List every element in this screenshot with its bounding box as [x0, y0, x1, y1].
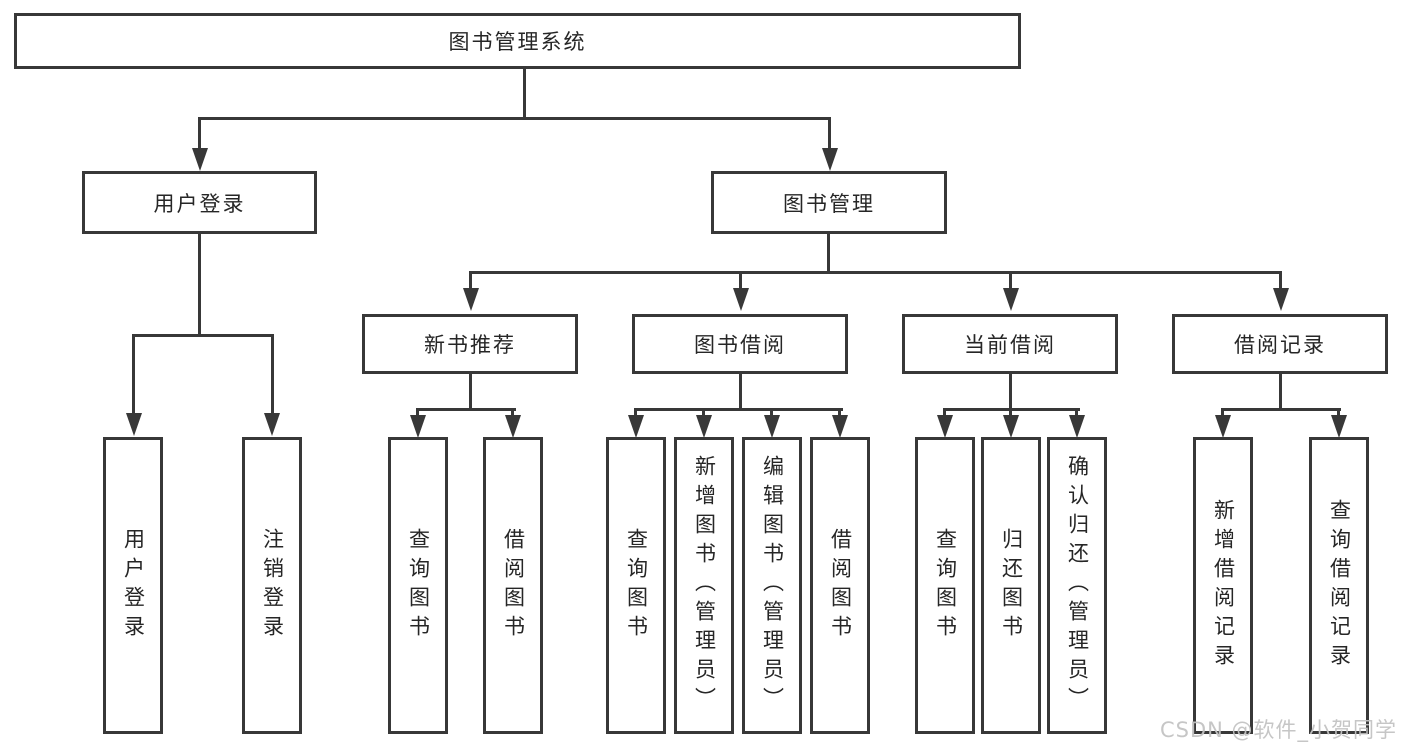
arrow-down-leaf-d1 [937, 415, 953, 438]
connector-to-current-borrowing [1009, 271, 1012, 289]
leaf-query-books-recommend: 查询图书 [388, 437, 448, 734]
leaf-label: 确认归还（管理员） [1065, 455, 1090, 716]
connector-to-leaf-logout [271, 334, 274, 415]
node-user-login: 用户登录 [82, 171, 317, 234]
arrow-down-book-borrowing [733, 288, 749, 311]
leaf-label: 新增图书（管理员） [692, 455, 717, 716]
arrow-down-leaf-b1 [410, 415, 426, 438]
leaf-label: 用户登录 [121, 527, 146, 644]
arrow-down-new-book [463, 288, 479, 311]
node-label: 图书借阅 [694, 333, 786, 357]
connector-to-book-borrowing [739, 271, 742, 289]
node-label: 借阅记录 [1234, 333, 1326, 357]
connector-to-borrowing-records [1279, 271, 1282, 289]
connector-to-leaf-d2 [1009, 408, 1012, 417]
leaf-borrow-books-recommend: 借阅图书 [483, 437, 543, 734]
connector-to-leaf-e1 [1221, 408, 1224, 417]
connector-to-leaf-user-login [132, 334, 135, 415]
node-label: 用户登录 [153, 191, 246, 216]
leaf-query-books-current: 查询图书 [915, 437, 975, 734]
connector-borrowing-records-stem [1279, 374, 1282, 411]
node-book-management: 图书管理 [711, 171, 947, 234]
leaf-label: 编辑图书（管理员） [760, 455, 785, 716]
connector-to-leaf-b1 [416, 408, 419, 417]
connector-groupE-horizontal [1221, 408, 1341, 411]
leaf-confirm-return-admin: 确认归还（管理员） [1047, 437, 1107, 734]
leaf-label: 借阅图书 [828, 527, 853, 644]
connector-to-leaf-d3 [1075, 408, 1078, 417]
connector-groupB-horizontal [417, 408, 516, 411]
leaf-label: 查询图书 [624, 527, 649, 644]
leaf-borrow-books: 借阅图书 [810, 437, 870, 734]
arrow-down-leaf-c4 [832, 415, 848, 438]
arrow-down-leaf-logout [264, 413, 280, 436]
arrow-down-leaf-b2 [505, 415, 521, 438]
arrow-down-leaf-d2 [1003, 415, 1019, 438]
leaf-label: 查询图书 [933, 527, 958, 644]
node-current-borrowing: 当前借阅 [902, 314, 1118, 374]
connector-to-new-book [469, 271, 472, 289]
leaf-user-login: 用户登录 [103, 437, 163, 734]
connector-level1-horizontal [198, 117, 831, 120]
connector-to-leaf-c2 [702, 408, 705, 417]
connector-groupD-horizontal [944, 408, 1080, 411]
leaf-return-book: 归还图书 [981, 437, 1041, 734]
node-book-borrowing: 图书借阅 [632, 314, 848, 374]
connector-to-book-management [828, 117, 831, 150]
arrow-down-borrowing-records [1273, 288, 1289, 311]
node-new-book-recommend: 新书推荐 [362, 314, 578, 374]
connector-to-leaf-c4 [838, 408, 841, 417]
leaf-label: 注销登录 [260, 527, 285, 644]
csdn-watermark: CSDN @软件_小贺同学 [1160, 718, 1398, 742]
connector-to-leaf-c3 [770, 408, 773, 417]
leaf-label: 新增借阅记录 [1211, 498, 1236, 673]
connector-groupC-horizontal [635, 408, 843, 411]
connector-root-stem [523, 68, 526, 120]
arrow-down-leaf-e2 [1331, 415, 1347, 438]
arrow-down-leaf-c1 [628, 415, 644, 438]
leaf-add-book-admin: 新增图书（管理员） [674, 437, 734, 734]
connector-to-leaf-e2 [1337, 408, 1340, 417]
arrow-down-current-borrowing [1003, 288, 1019, 311]
arrow-down-leaf-c2 [696, 415, 712, 438]
connector-level3-horizontal [469, 271, 1282, 274]
leaf-edit-book-admin: 编辑图书（管理员） [742, 437, 802, 734]
connector-new-book-stem [469, 374, 472, 411]
node-label: 当前借阅 [964, 333, 1056, 357]
connector-to-leaf-b2 [511, 408, 514, 417]
leaf-logout: 注销登录 [242, 437, 302, 734]
connector-to-user-login [198, 117, 201, 150]
arrow-down-leaf-c3 [764, 415, 780, 438]
connector-book-management-stem [827, 234, 830, 273]
leaf-label: 借阅图书 [501, 527, 526, 644]
node-label: 图书管理系统 [448, 30, 587, 54]
leaf-label: 查询借阅记录 [1327, 498, 1352, 673]
node-label: 图书管理 [783, 191, 875, 216]
arrow-down-leaf-user-login [126, 413, 142, 436]
leaf-label: 查询图书 [406, 527, 431, 644]
connector-to-leaf-c1 [634, 408, 637, 417]
node-label: 新书推荐 [424, 333, 516, 357]
arrow-down-leaf-e1 [1215, 415, 1231, 438]
connector-current-borrowing-stem [1009, 374, 1012, 411]
arrow-down-user-login [192, 148, 208, 171]
node-root-library-system: 图书管理系统 [14, 13, 1021, 69]
arrow-down-book-management [822, 148, 838, 171]
node-borrowing-records: 借阅记录 [1172, 314, 1388, 374]
connector-to-leaf-d1 [943, 408, 946, 417]
connector-user-login-stem [198, 234, 201, 336]
leaf-query-borrow-record: 查询借阅记录 [1309, 437, 1369, 734]
leaf-label: 归还图书 [999, 527, 1024, 644]
connector-book-borrowing-stem [739, 374, 742, 411]
connector-groupA-horizontal [132, 334, 274, 337]
leaf-add-borrow-record: 新增借阅记录 [1193, 437, 1253, 734]
arrow-down-leaf-d3 [1069, 415, 1085, 438]
leaf-query-books-borrow: 查询图书 [606, 437, 666, 734]
